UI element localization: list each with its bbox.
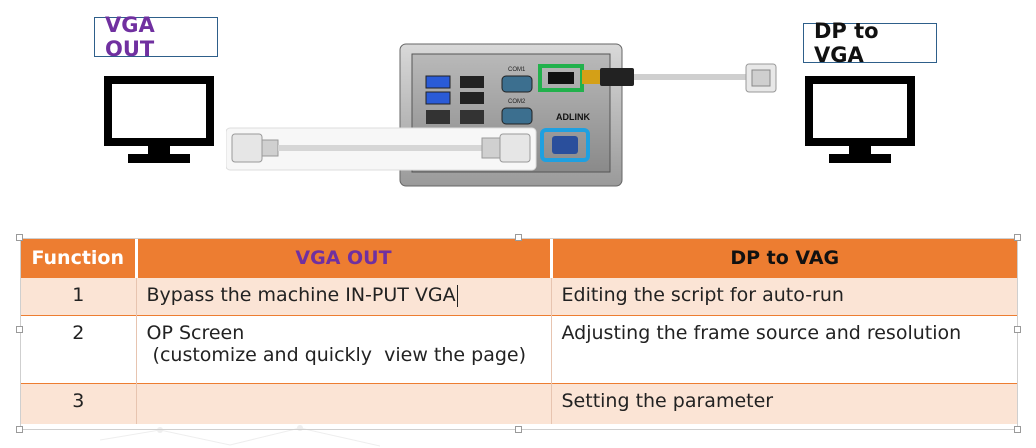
function-table-container[interactable]: Function VGA OUT DP to VAG 1 Bypass the …	[20, 238, 1018, 430]
function-table: Function VGA OUT DP to VAG 1 Bypass the …	[21, 239, 1017, 424]
dp-cell: Adjusting the frame source and resolutio…	[551, 315, 1017, 384]
row-number: 2	[21, 315, 137, 384]
text-cursor	[456, 284, 458, 307]
cell-text-line: OP Screen	[146, 322, 245, 344]
resize-handle[interactable]	[16, 326, 23, 333]
vga-out-label: VGA OUT	[94, 13, 218, 61]
resize-handle[interactable]	[16, 234, 23, 241]
header-dp-to-vag: DP to VAG	[551, 239, 1017, 278]
resize-handle[interactable]	[1014, 426, 1021, 433]
mini-pc-device-icon: COM1 COM2 ADLINK B B B	[226, 43, 777, 187]
dp-cell: Setting the parameter	[551, 383, 1017, 424]
resize-handle[interactable]	[515, 426, 522, 433]
brand-label: ADLINK	[556, 112, 590, 122]
monitor-icon	[104, 76, 214, 163]
table-row: 2 OP Screen (customize and quickly view …	[21, 315, 1017, 384]
displayport-cable-icon	[582, 63, 777, 93]
cell-text: Bypass the machine IN-PUT VGA	[146, 284, 456, 306]
vga-out-cell[interactable]: Bypass the machine IN-PUT VGA	[136, 277, 552, 316]
com1-port-label: COM1	[508, 67, 526, 73]
vga-out-cell	[136, 383, 552, 424]
header-vga-out: VGA OUT	[136, 239, 553, 278]
cell-text-line: (customize and quickly view the page)	[146, 344, 526, 366]
row-number: 3	[21, 383, 137, 424]
table-header-row: Function VGA OUT DP to VAG	[21, 239, 1017, 278]
table-row: 3 Setting the parameter	[21, 383, 1017, 424]
monitor-icon	[805, 76, 915, 163]
resize-handle[interactable]	[16, 426, 23, 433]
table-row: 1 Bypass the machine IN-PUT VGA Editing …	[21, 277, 1017, 316]
row-number: 1	[21, 277, 137, 316]
vga-cable-icon	[226, 127, 537, 171]
dp-cell: Editing the script for auto-run	[551, 277, 1017, 316]
resize-handle[interactable]	[1014, 234, 1021, 241]
header-function: Function	[21, 239, 138, 278]
resize-handle[interactable]	[515, 234, 522, 241]
resize-handle[interactable]	[1014, 326, 1021, 333]
com2-port-label: COM2	[508, 99, 526, 105]
vga-out-cell: OP Screen (customize and quickly view th…	[136, 315, 552, 384]
